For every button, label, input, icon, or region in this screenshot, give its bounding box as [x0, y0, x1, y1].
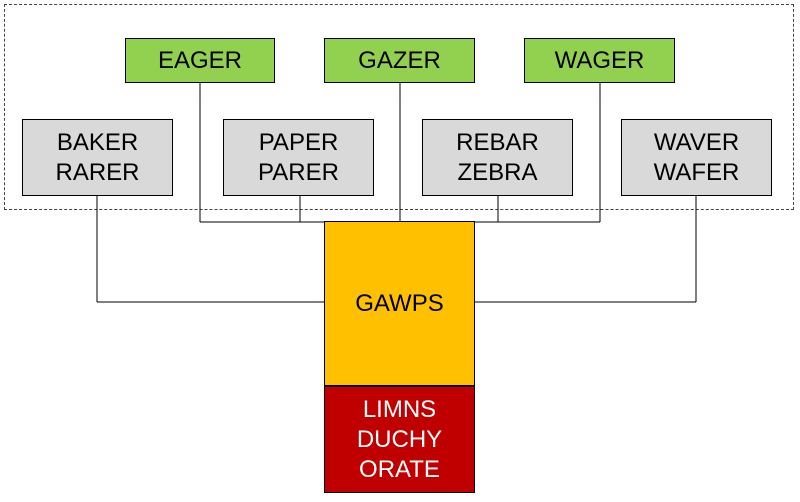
node-paper-parer: PAPER PARER [223, 119, 374, 196]
node-baker-rarer: BAKER RARER [22, 119, 173, 196]
node-rebar-zebra: REBAR ZEBRA [422, 119, 573, 196]
node-baker-line1: BAKER [56, 128, 139, 156]
node-wager-label: WAGER [554, 46, 645, 74]
node-waver-wafer: WAVER WAFER [621, 119, 772, 196]
node-waver-line1: WAVER [653, 128, 740, 156]
node-gawps: GAWPS [324, 221, 475, 386]
node-paper-line1: PAPER [258, 128, 339, 156]
node-gawps-label: GAWPS [355, 289, 444, 317]
node-limns-duchy-orate: LIMNS DUCHY ORATE [324, 386, 475, 493]
node-gazer: GAZER [324, 38, 475, 83]
node-gazer-label: GAZER [358, 46, 441, 74]
node-rebar-line1: REBAR [456, 128, 539, 156]
node-eager: EAGER [125, 38, 275, 83]
node-bottom-line1: LIMNS [362, 395, 437, 423]
node-eager-label: EAGER [157, 46, 243, 74]
node-baker-line2: RARER [55, 158, 140, 186]
node-bottom-line2: DUCHY [356, 425, 443, 453]
node-waver-line2: WAFER [653, 158, 740, 186]
node-bottom-line3: ORATE [359, 455, 440, 483]
node-paper-line2: PARER [258, 158, 339, 186]
dashed-group-frame [4, 4, 794, 210]
node-wager: WAGER [524, 38, 675, 83]
node-rebar-line2: ZEBRA [457, 158, 538, 186]
